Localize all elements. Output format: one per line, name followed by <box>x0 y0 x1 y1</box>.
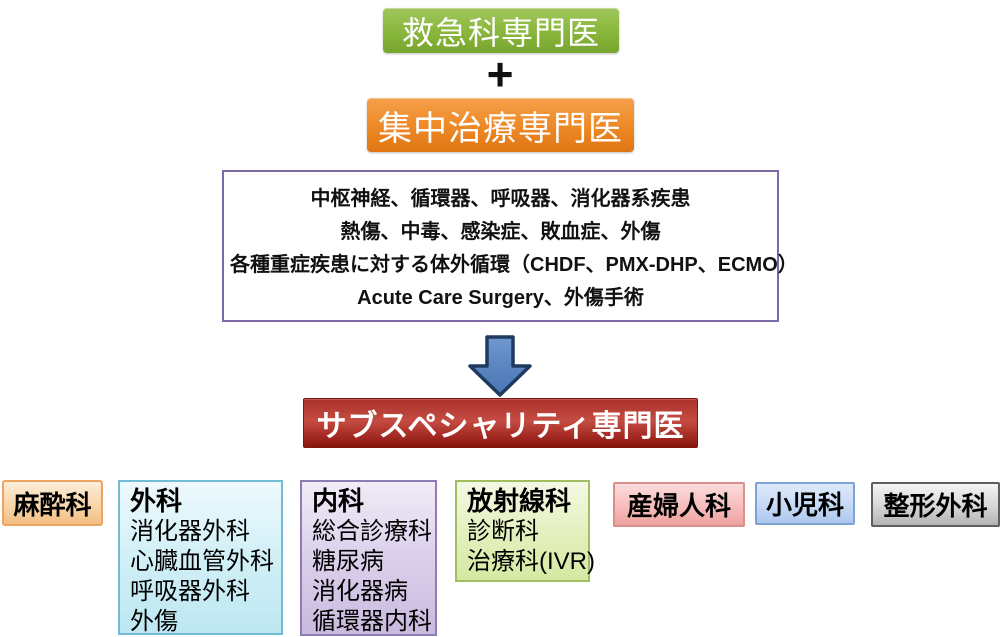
scope-line: 熱傷、中毒、感染症、敗血症、外傷 <box>340 221 661 243</box>
dept-box-anesthesiology: 麻酔科 <box>2 480 103 526</box>
dept-item: 消化器病 <box>312 578 408 605</box>
dept-box-pediatrics: 小児科 <box>755 482 855 525</box>
icu-specialist-label: 集中治療専門医 <box>378 109 623 148</box>
dept-title-pediatrics: 小児科 <box>765 490 844 520</box>
scope-line: 各種重症疾患に対する体外循環（CHDF、PMX-DHP、ECMO） <box>230 254 798 276</box>
dept-box-radiology: 放射線科 診断科 治療科(IVR) <box>455 480 595 582</box>
dept-item: 総合診療科 <box>312 518 432 545</box>
subspecialty-label: サブスペシャリティ専門医 <box>316 410 685 443</box>
emergency-specialist-label: 救急科専門医 <box>401 14 600 51</box>
dept-item: 糖尿病 <box>312 548 384 575</box>
dept-item: 呼吸器外科 <box>130 578 250 605</box>
dept-box-orthopedics: 整形外科 <box>871 482 1000 527</box>
dept-title-anesthesiology: 麻酔科 <box>13 489 92 520</box>
dept-box-surgery: 外科 消化器外科 心臓血管外科 呼吸器外科 外傷 <box>118 480 283 635</box>
dept-item: 循環器内科 <box>312 608 432 635</box>
icu-specialist-box: 集中治療専門医 <box>367 98 634 152</box>
emergency-specialist-box: 救急科専門医 <box>383 8 619 53</box>
subspecialty-box: サブスペシャリティ専門医 <box>303 398 698 448</box>
scope-line: 中枢神経、循環器、呼吸器、消化器系疾患 <box>310 188 691 210</box>
dept-item: 診断科 <box>467 518 539 545</box>
scope-box: 中枢神経、循環器、呼吸器、消化器系疾患 熱傷、中毒、感染症、敗血症、外傷 各種重… <box>222 170 798 322</box>
down-arrow-icon <box>468 335 532 397</box>
dept-box-internal-medicine: 内科 総合診療科 糖尿病 消化器病 循環器内科 <box>300 480 437 636</box>
dept-title-obgyn: 産婦人科 <box>626 491 731 521</box>
dept-item: 治療科(IVR) <box>467 548 595 575</box>
dept-title-surgery: 外科 <box>130 486 183 516</box>
scope-line: Acute Care Surgery、外傷手術 <box>357 287 644 309</box>
dept-box-obgyn: 産婦人科 <box>613 482 745 527</box>
dept-title-radiology: 放射線科 <box>467 486 572 516</box>
plus-sign: + <box>486 48 514 100</box>
dept-item: 心臓血管外科 <box>130 548 274 575</box>
dept-item: 消化器外科 <box>130 518 250 545</box>
dept-title-orthopedics: 整形外科 <box>883 491 988 521</box>
dept-title-internal-medicine: 内科 <box>312 486 365 516</box>
dept-item: 外傷 <box>130 608 178 635</box>
